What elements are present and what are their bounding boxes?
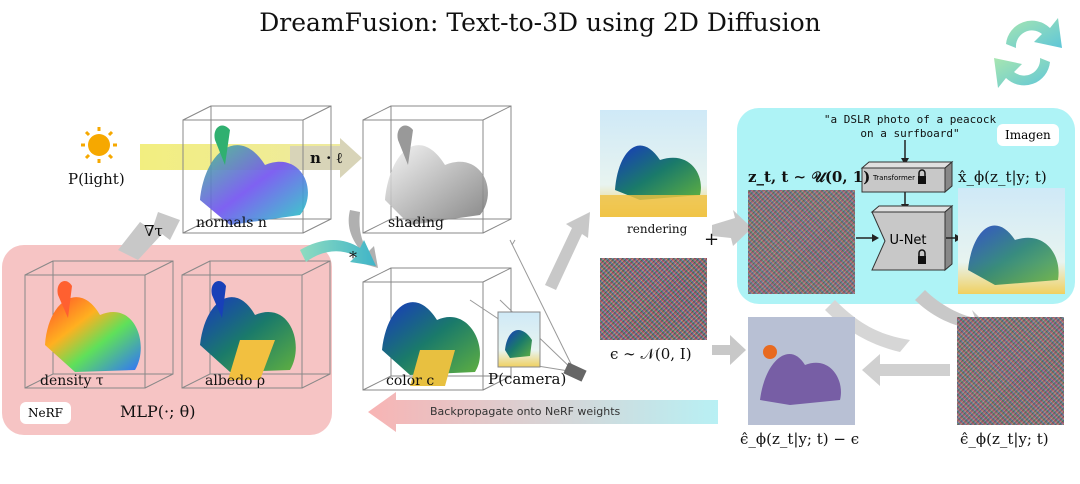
density-cube — [24, 260, 174, 389]
backprop-arrow — [368, 392, 718, 432]
normals-label: normals n — [196, 215, 267, 231]
to-imagen-arrow — [712, 210, 752, 246]
epshat-label: ϵ̂_ϕ(z_t|y; t) — [960, 430, 1049, 448]
unet-block — [870, 204, 954, 272]
star-symbol: * — [349, 248, 357, 267]
zt-noise-texture — [748, 190, 855, 294]
residual-label: ϵ̂_ϕ(z_t|y; t) − ϵ — [740, 430, 860, 448]
transformer-label: Transformer — [872, 174, 915, 182]
plus-symbol: + — [704, 229, 720, 250]
albedo-cube — [181, 260, 331, 389]
epshat-noise-texture — [957, 317, 1064, 425]
grad-label: ∇τ — [144, 222, 163, 240]
light-label: P(light) — [68, 170, 125, 188]
noise-to-residual-arrow — [712, 335, 746, 365]
grad-arrow — [118, 212, 180, 260]
color-label: color c — [386, 373, 435, 389]
prompt-text: "a DSLR photo of a peacock on a surfboar… — [823, 113, 997, 140]
page-title: DreamFusion: Text-to-3D using 2D Diffusi… — [259, 8, 821, 37]
camera-label: P(camera) — [488, 370, 567, 388]
n-dot-l-arrow — [340, 138, 362, 178]
imagen-tag: Imagen — [997, 124, 1059, 146]
zt-label: z_t, t ∼ 𝒰(0, 1) — [748, 168, 871, 186]
refresh-icon[interactable] — [976, 4, 1080, 100]
epshat-to-residual-arrow — [862, 354, 950, 386]
unet-label: U-Net — [889, 233, 927, 248]
lock-icon — [918, 169, 926, 184]
nerf-tag: NeRF — [20, 402, 71, 424]
noise-texture — [600, 258, 707, 340]
xhat-label: x̂_ϕ(z_t|y; t) — [958, 168, 1047, 186]
camera-icon — [563, 362, 587, 382]
albedo-label: albedo ρ — [205, 373, 266, 389]
shading-to-color-arrow — [348, 210, 378, 268]
mlp-label: MLP(·; θ) — [120, 402, 196, 421]
sun-icon — [81, 127, 117, 163]
shading-label: shading — [388, 215, 444, 231]
dot-product-label: n · ℓ — [310, 149, 343, 167]
noise-label: ϵ ∼ 𝒩(0, I) — [610, 345, 692, 363]
rendering-label: rendering — [627, 222, 688, 236]
lock-icon — [918, 249, 926, 264]
density-label: density τ — [40, 373, 104, 389]
albedo-to-color-arrow — [300, 239, 376, 266]
backprop-label: Backpropagate onto NeRF weights — [430, 405, 621, 418]
transformer-block — [860, 160, 954, 194]
to-rendering-arrow — [545, 212, 590, 290]
